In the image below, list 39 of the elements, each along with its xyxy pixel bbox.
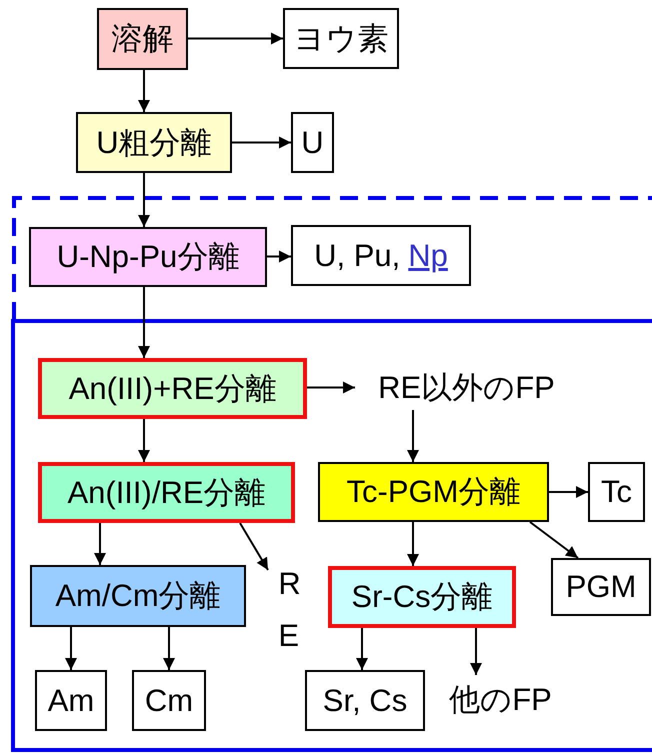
output-box: Tc bbox=[588, 462, 645, 522]
output-box: Am bbox=[35, 670, 107, 731]
output-box: Cm bbox=[132, 670, 206, 731]
output-box: U bbox=[291, 112, 334, 173]
arrow bbox=[94, 523, 106, 565]
output-box: Sr, Cs bbox=[305, 670, 425, 731]
process-box: An(III)+RE分離 bbox=[38, 358, 307, 419]
arrow bbox=[138, 173, 150, 227]
arrow bbox=[356, 628, 368, 670]
label: U, Pu, bbox=[314, 238, 400, 274]
process-box: Am/Cm分離 bbox=[30, 565, 246, 627]
arrow bbox=[549, 486, 588, 498]
arrow bbox=[232, 136, 291, 148]
arrow bbox=[188, 32, 283, 44]
output-box: ヨウ素 bbox=[283, 8, 399, 69]
arrow bbox=[239, 522, 269, 571]
output-text: 他のFP bbox=[436, 675, 565, 725]
link: Np bbox=[408, 238, 448, 274]
process-box: 溶解 bbox=[97, 8, 188, 70]
process-box: Tc-PGM分離 bbox=[318, 462, 549, 522]
output-text: RE bbox=[270, 570, 304, 650]
arrow bbox=[529, 521, 579, 559]
process-box: U粗分離 bbox=[76, 112, 232, 173]
arrow bbox=[138, 287, 150, 358]
arrow bbox=[307, 382, 355, 394]
arrow bbox=[138, 70, 150, 112]
arrow bbox=[267, 250, 291, 262]
process-box: U-Np-Pu分離 bbox=[29, 227, 267, 287]
output-box bbox=[291, 225, 471, 286]
arrow bbox=[138, 419, 150, 462]
process-box: Sr-Cs分離 bbox=[328, 566, 516, 628]
arrow bbox=[65, 627, 77, 670]
arrow bbox=[470, 628, 482, 675]
arrow bbox=[407, 522, 419, 566]
process-box: An(III)/RE分離 bbox=[38, 462, 295, 523]
arrow bbox=[163, 627, 175, 670]
arrow bbox=[407, 410, 419, 462]
output-text: RE以外のFP bbox=[355, 365, 578, 410]
output-box: PGM bbox=[551, 558, 651, 616]
